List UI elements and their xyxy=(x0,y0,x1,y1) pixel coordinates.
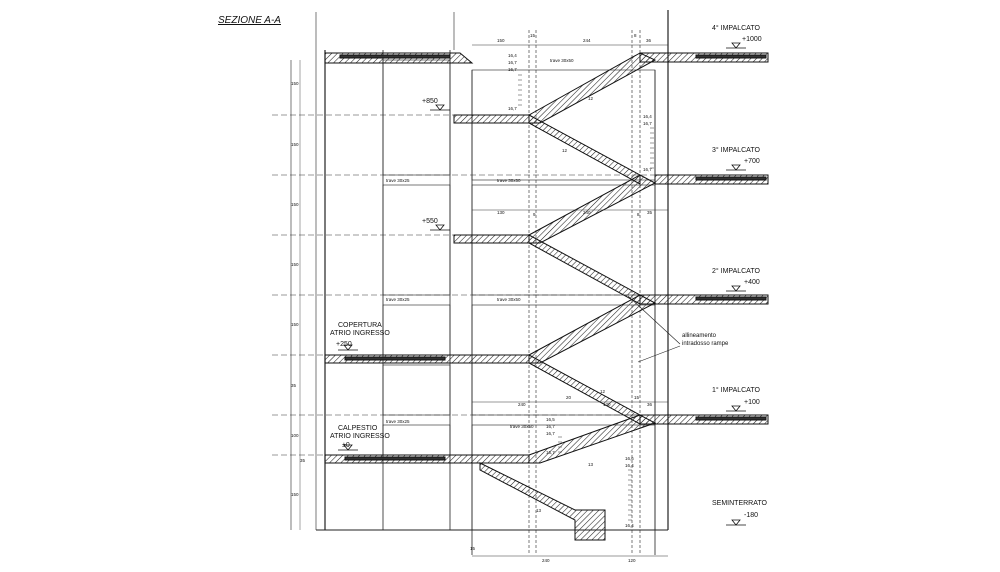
atrium-floor-elevation: ±0 xyxy=(342,442,350,449)
note-line-2: intradosso rampe xyxy=(682,341,729,347)
bottom-dim: 15 xyxy=(470,546,476,551)
beam-label-1: trave 30x25 xyxy=(386,178,410,183)
svg-text:16,7: 16,7 xyxy=(508,60,517,65)
riser-values-d: 16,6 16,4 16,4 xyxy=(625,456,634,528)
mid-dim: 130 xyxy=(497,210,505,215)
low-dim: 130 xyxy=(603,402,611,407)
drawing-title: SEZIONE A-A xyxy=(218,15,281,26)
side-dim: 150 xyxy=(291,202,299,207)
level-label-3: 3° IMPALCATO xyxy=(712,146,760,154)
elevation-markers xyxy=(338,42,746,526)
svg-text:16,4: 16,4 xyxy=(625,463,634,468)
svg-text:13: 13 xyxy=(536,508,542,513)
riser-values-c: 16,5 16,7 16,7 16,7 xyxy=(546,417,555,455)
svg-text:16,7: 16,7 xyxy=(546,431,555,436)
riser-values-a: 16,4 16,7 16,7 16,7 xyxy=(508,53,517,111)
svg-text:13: 13 xyxy=(588,462,594,467)
bottom-dim: 240 xyxy=(542,558,550,563)
side-dim: 150 xyxy=(291,322,299,327)
top-dimensions: 150 15 244 8 36 xyxy=(472,33,668,46)
svg-text:16,4: 16,4 xyxy=(508,53,517,58)
svg-text:16,6: 16,6 xyxy=(625,456,634,461)
atrium-roof-label-2: ATRIO INGRESSO xyxy=(330,330,390,337)
note-leaders xyxy=(627,295,681,363)
beam-label-5: trave 30x50 xyxy=(497,297,521,302)
svg-text:12: 12 xyxy=(600,389,606,394)
note-line-1: allineamento xyxy=(682,333,717,339)
svg-text:12: 12 xyxy=(562,148,568,153)
svg-text:16,7: 16,7 xyxy=(546,450,555,455)
mid-dimensions: 130 9 240 8 35 xyxy=(472,209,668,217)
level-label-4: 4° IMPALCATO xyxy=(712,24,760,32)
svg-text:16,7: 16,7 xyxy=(508,106,517,111)
low-dim: 15 xyxy=(634,395,640,400)
atrium-roof-elevation: +250 xyxy=(336,341,352,348)
level-label-basement: SEMINTERRATO xyxy=(712,500,768,507)
side-dim: 100 xyxy=(291,433,299,438)
elevation-lines xyxy=(272,114,668,456)
mid-dim: 9 xyxy=(533,212,536,217)
elevation-3: +700 xyxy=(744,158,760,165)
side-dimensions: 150 150 150 150 150 35 100 35 150 xyxy=(291,81,306,497)
mid-dim: 35 xyxy=(647,210,653,215)
svg-text:12: 12 xyxy=(588,96,594,101)
svg-text:16,7: 16,7 xyxy=(546,424,555,429)
svg-text:16,4: 16,4 xyxy=(625,523,634,528)
low-dim: 20 xyxy=(566,395,572,400)
top-dim: 15 xyxy=(530,33,536,38)
beam-label-4: trave 30x25 xyxy=(386,297,410,302)
elevation-4: +1000 xyxy=(742,36,762,43)
atrium-floor-label-2: ATRIO INGRESSO xyxy=(330,433,390,440)
bottom-dimensions: 15 240 120 xyxy=(470,546,668,563)
side-dim: 150 xyxy=(291,142,299,147)
side-dim: 150 xyxy=(291,81,299,86)
elevation-2: +400 xyxy=(744,279,760,286)
step-ticks xyxy=(518,74,654,521)
side-dim: 35 xyxy=(300,458,306,463)
beam-label-2: trave 30x50 xyxy=(497,178,521,183)
mid-dim: 8 xyxy=(637,212,640,217)
stair-flights xyxy=(479,52,657,541)
side-dim: 35 xyxy=(291,383,297,388)
elevation-1: +100 xyxy=(744,399,760,406)
mid-dim: 240 xyxy=(583,210,591,215)
low-dimensions: 240 20 130 15 36 xyxy=(472,395,668,407)
level-label-1: 1° IMPALCATO xyxy=(712,386,760,394)
svg-text:16,4: 16,4 xyxy=(643,114,652,119)
beam-label-6: trave 30x25 xyxy=(386,419,410,424)
bottom-dim: 120 xyxy=(628,558,636,563)
atrium-floor-label-1: CALPESTIO xyxy=(338,425,378,432)
atrium-roof-label-1: COPERTURA xyxy=(338,322,382,329)
elevation-basement: -180 xyxy=(744,512,758,519)
beam-label-7: trave 30x50 xyxy=(510,424,534,429)
low-dim: 240 xyxy=(518,402,526,407)
svg-text:16,7: 16,7 xyxy=(643,121,652,126)
top-dim: 150 xyxy=(497,38,505,43)
flight-counts: 12 12 12 13 13 xyxy=(536,96,606,513)
top-dim: 244 xyxy=(583,38,591,43)
low-dim: 36 xyxy=(647,402,653,407)
beam-label-3: trave 30x50 xyxy=(550,58,574,63)
side-dim: 150 xyxy=(291,262,299,267)
level-label-2: 2° IMPALCATO xyxy=(712,267,760,275)
svg-text:16,7: 16,7 xyxy=(508,67,517,72)
landing-elevation-550: +550 xyxy=(422,218,438,225)
svg-text:16,5: 16,5 xyxy=(546,417,555,422)
top-dim: 8 xyxy=(634,33,637,38)
top-dim: 36 xyxy=(646,38,652,43)
landing-elevation-850: +850 xyxy=(422,98,438,105)
riser-values-b: 16,4 16,7 16,7 xyxy=(643,114,652,172)
svg-text:16,7: 16,7 xyxy=(643,167,652,172)
side-dim: 150 xyxy=(291,492,299,497)
